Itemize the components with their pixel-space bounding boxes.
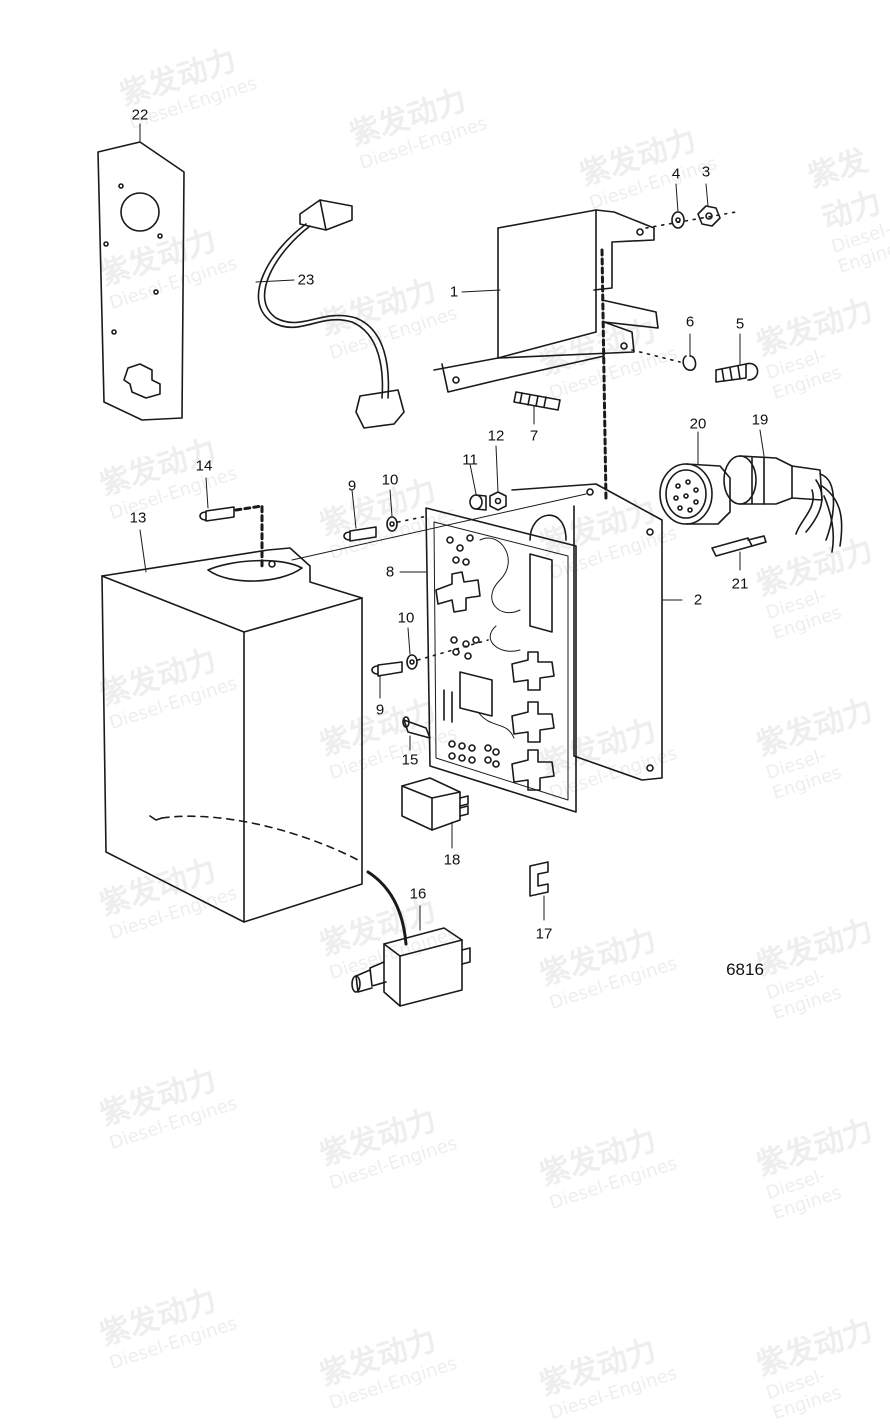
callout-2: 2: [693, 591, 703, 609]
part-4-washer: [671, 211, 685, 229]
part-7-stud: [513, 391, 561, 411]
part-21-contact-pin: [711, 535, 767, 557]
part-6-lock-washer: [682, 355, 697, 371]
callout-11: 11: [462, 451, 478, 469]
callout-10-lower: 10: [397, 609, 415, 627]
figure-number: 6816: [726, 960, 764, 979]
callout-17: 17: [535, 925, 553, 943]
callout-14: 14: [195, 457, 213, 475]
callout-19: 19: [751, 411, 769, 429]
part-12-nut: [489, 491, 507, 511]
callout-13: 13: [129, 509, 147, 527]
part-10-washer-lower: [406, 654, 418, 670]
axis-line: [631, 349, 681, 363]
part-1-mounting-bracket: [433, 209, 659, 502]
part-9-screw-upper: [343, 526, 377, 542]
callout-4: 4: [671, 165, 681, 183]
part-16-switch: [351, 870, 471, 1007]
part-10-washer-upper: [386, 516, 398, 532]
part-11-spacer: [469, 494, 487, 511]
part-20-plug-connector: [659, 463, 731, 525]
callout-9-upper: 9: [347, 477, 357, 495]
callout-12: 12: [487, 427, 505, 445]
callout-22: 22: [131, 106, 149, 124]
callout-3: 3: [701, 163, 711, 181]
part-8-circuit-board: [425, 507, 577, 813]
part-2-back-plate: [511, 483, 663, 781]
callout-6: 6: [685, 313, 695, 331]
part-22-panel-plate: [97, 141, 185, 421]
callout-23: 23: [297, 271, 315, 289]
part-5-bolt: [715, 362, 759, 383]
callout-15: 15: [401, 751, 419, 769]
part-17-clip: [529, 861, 549, 897]
part-18-relay: [401, 777, 469, 831]
axis-line: [397, 515, 429, 523]
callout-21: 21: [731, 575, 749, 593]
callout-16: 16: [409, 885, 427, 903]
callout-9-lower: 9: [375, 701, 385, 719]
callout-7: 7: [529, 427, 539, 445]
callout-5: 5: [735, 315, 745, 333]
part-13-cover-box: [101, 493, 587, 923]
part-14-screw: [199, 504, 264, 570]
part-19-cable-plug: [723, 455, 843, 553]
part-23-cable-harness: [257, 199, 405, 429]
axis-line: [645, 211, 737, 229]
callout-1: 1: [449, 283, 459, 301]
callout-leaders: [139, 123, 765, 931]
callout-10-upper: 10: [381, 471, 399, 489]
callout-20: 20: [689, 415, 707, 433]
part-9-screw-lower: [371, 661, 403, 677]
part-15-fuse: [402, 716, 431, 739]
callout-8: 8: [385, 563, 395, 581]
part-3-nut: [697, 205, 721, 227]
callout-18: 18: [443, 851, 461, 869]
